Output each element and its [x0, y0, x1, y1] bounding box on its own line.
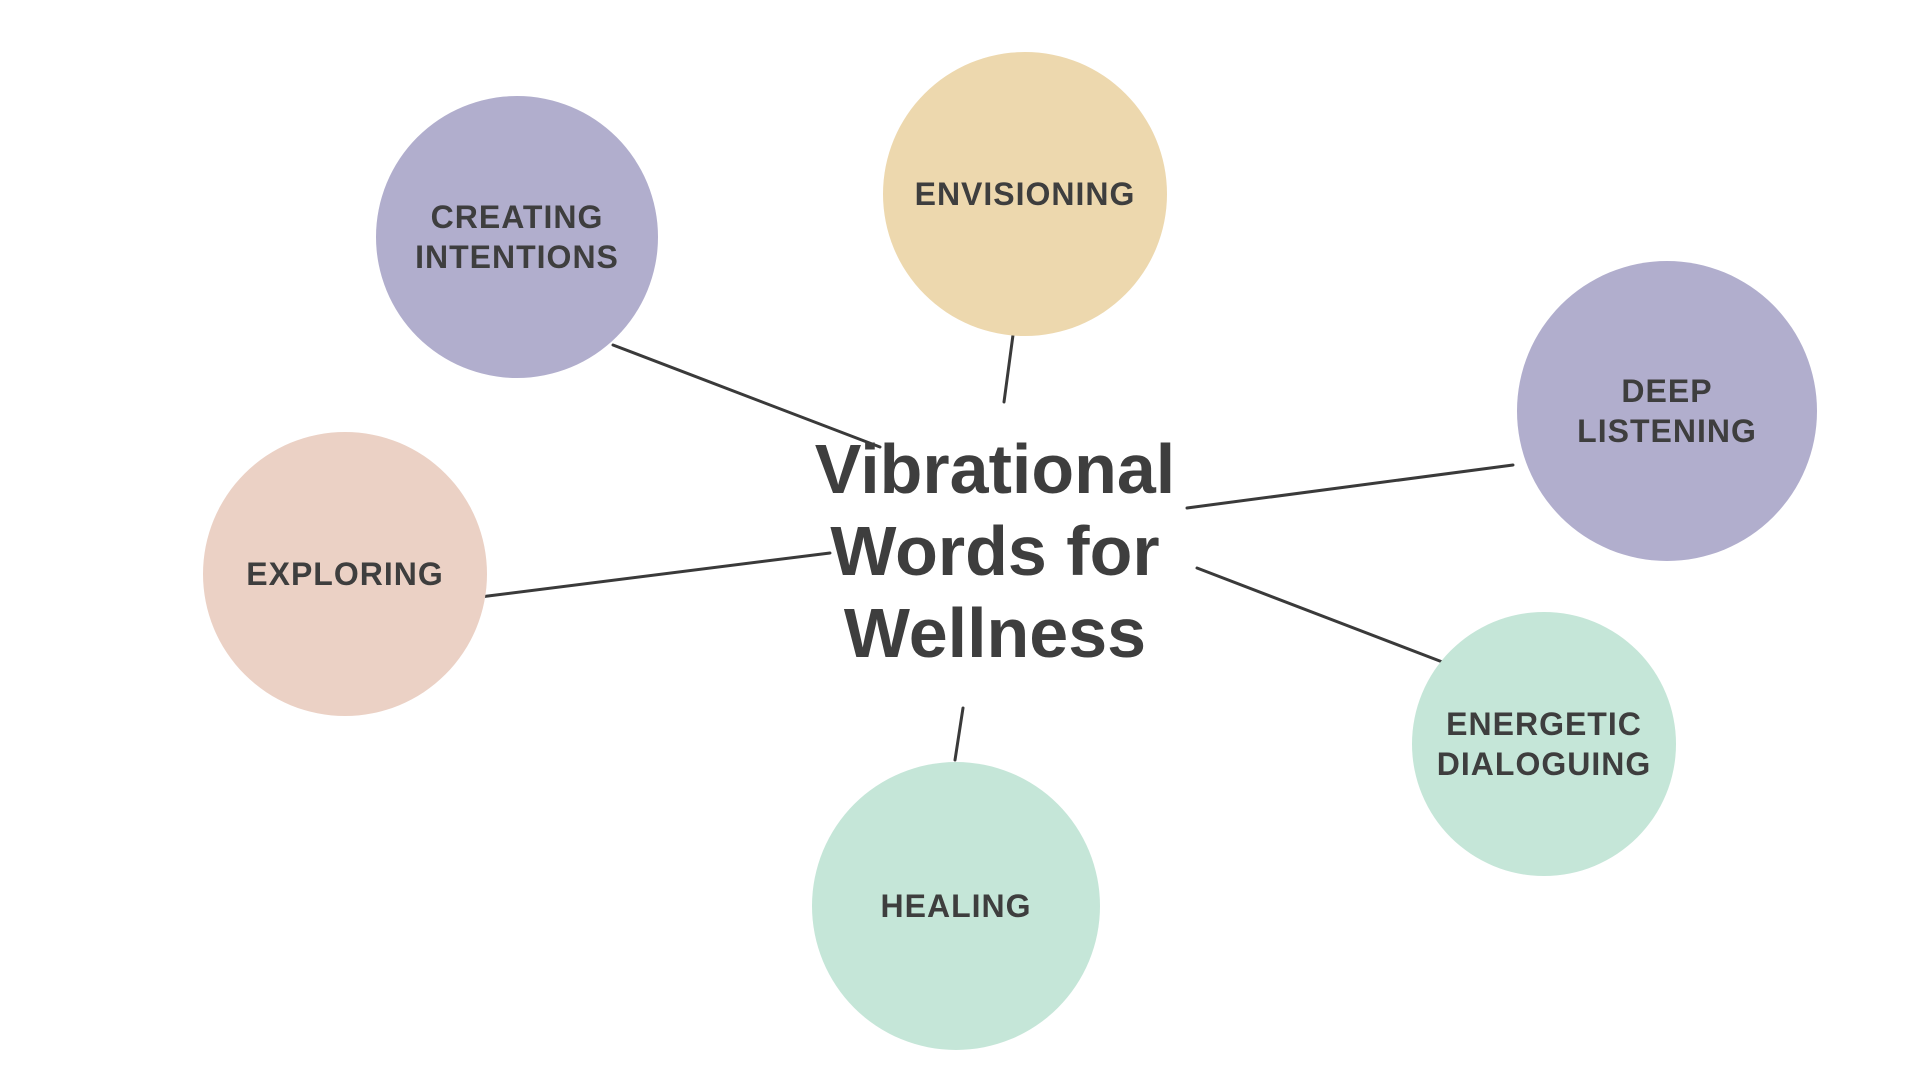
- node-exploring: EXPLORING: [203, 432, 487, 716]
- node-energetic-dialoguing: ENERGETIC DIALOGUING: [1412, 612, 1676, 876]
- diagram-title-line-2: Words for: [830, 512, 1160, 590]
- node-envisioning-label: ENVISIONING: [914, 176, 1136, 212]
- node-energetic-dialoguing-label: ENERGETIC DIALOGUING: [1436, 706, 1652, 782]
- connector-healing: [953, 706, 965, 762]
- diagram-title: Vibrational Words for Wellness: [775, 428, 1215, 674]
- node-deep-listening: DEEP LISTENING: [1517, 261, 1817, 561]
- node-deep-listening-label: DEEP LISTENING: [1577, 373, 1757, 449]
- connector-creating-intentions: [611, 343, 882, 449]
- node-creating-intentions: CREATING INTENTIONS: [376, 96, 658, 378]
- connector-deep-listening: [1185, 463, 1515, 510]
- diagram-title-line-1: Vibrational: [814, 430, 1176, 508]
- connector-envisioning: [1002, 333, 1015, 404]
- node-healing-label: HEALING: [880, 888, 1032, 924]
- node-healing: HEALING: [812, 762, 1100, 1050]
- node-envisioning: ENVISIONING: [883, 52, 1167, 336]
- diagram-title-line-3: Wellness: [843, 594, 1147, 672]
- node-exploring-label: EXPLORING: [246, 556, 444, 592]
- connector-exploring: [478, 551, 832, 599]
- connector-energetic-dialoguing: [1195, 566, 1447, 665]
- node-creating-intentions-label: CREATING INTENTIONS: [415, 199, 619, 275]
